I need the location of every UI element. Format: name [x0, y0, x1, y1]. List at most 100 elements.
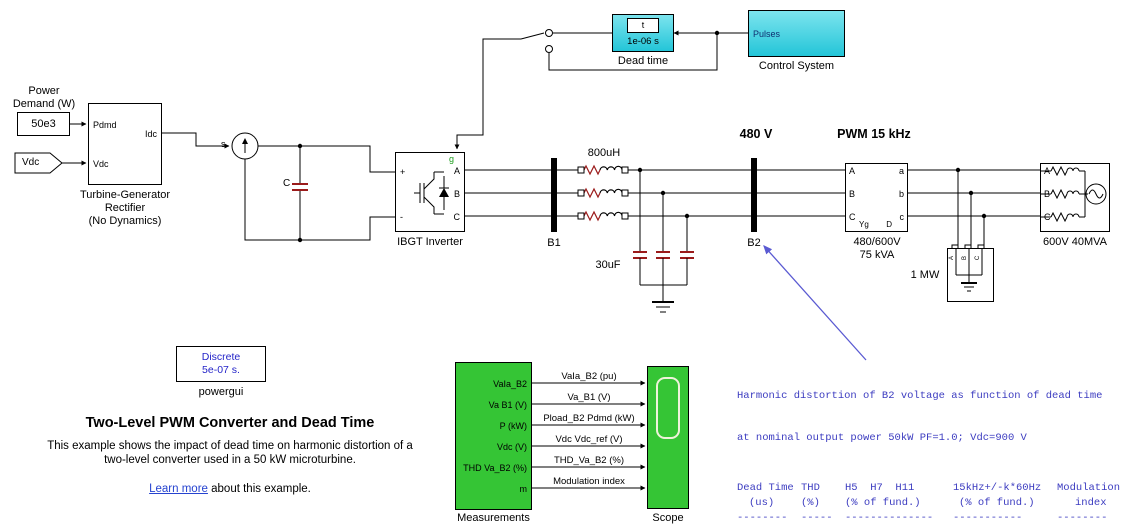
- pulses-port-label: Pulses: [753, 29, 781, 39]
- bus-b2-label: B2: [747, 237, 761, 249]
- harmonics-annotation: Harmonic distortion of B2 voltage as fun…: [737, 361, 1129, 528]
- harmonics-title-2: at nominal output power 50kW PF=1.0; Vdc…: [737, 432, 1027, 444]
- load-C-port: C: [975, 255, 982, 261]
- measurements-block[interactable]: VaIa_B2 Va B1 (V) P (kW) Vdc (V) THD Va_…: [455, 362, 532, 510]
- annotation-arrow: [763, 245, 867, 361]
- learn-more-suffix: about this example.: [207, 483, 311, 495]
- dead-time-value: 1e-06 s: [627, 36, 659, 47]
- junction-dots: [297, 30, 987, 243]
- harmonics-table: Dead Time THD H5 H7 H11 15kHz+/-k*60Hz M…: [737, 481, 1127, 528]
- inverter-c-port: C: [453, 212, 461, 222]
- constant-block[interactable]: 50e3: [17, 112, 70, 136]
- dc-capacitor-label: C: [283, 178, 291, 189]
- bus-b1-label: B1: [547, 237, 561, 249]
- igbt-inverter-block[interactable]: g + - A B C: [395, 152, 465, 232]
- inverter-a-port: A: [453, 166, 460, 176]
- turbine-vdc-port: Vdc: [93, 159, 109, 169]
- turbine-generator-block[interactable]: Pdmd Vdc Idc: [88, 103, 162, 185]
- powergui-mode: Discrete: [201, 351, 241, 363]
- rl-branch-b[interactable]: [577, 187, 629, 199]
- signal-wires: [62, 30, 748, 491]
- current-source-s-port: s: [221, 139, 226, 149]
- powergui-sample-time: 5e-07 s.: [202, 364, 240, 376]
- control-system-label: Control System: [758, 60, 835, 72]
- learn-more-link[interactable]: Learn more: [149, 483, 208, 495]
- transformer-b-port: b: [898, 189, 904, 199]
- model-description: This example shows the impact of dead ti…: [47, 440, 413, 466]
- transformer-C-port: C: [849, 212, 856, 222]
- manual-switch[interactable]: [515, 22, 557, 56]
- inverter-minus-port: -: [400, 212, 403, 222]
- load-block[interactable]: A B C: [947, 248, 994, 302]
- measurements-label: Measurements: [457, 512, 530, 524]
- turbine-pdmd-port: Pdmd: [93, 120, 117, 130]
- dc-capacitor[interactable]: [292, 146, 308, 240]
- transformer-a-port: a: [898, 166, 904, 176]
- rl-branch-a[interactable]: [577, 164, 629, 176]
- inductor-value-label: 800uH: [587, 147, 621, 159]
- dead-time-block[interactable]: t 1e-06 s: [612, 14, 674, 52]
- inverter-gate-port: g: [448, 154, 454, 164]
- signal-label-3: Pload_B2 Pdmd (kW): [543, 413, 635, 424]
- grid-source-block[interactable]: A B C: [1040, 163, 1110, 232]
- tag-arrow-icon: [14, 152, 63, 174]
- rl-branch-c[interactable]: [577, 210, 629, 222]
- signal-label-6: Modulation index: [553, 476, 625, 487]
- harmonics-header-row: Dead Time THD H5 H7 H11 15kHz+/-k*60Hz M…: [737, 482, 1121, 494]
- transformer-A-port: A: [849, 166, 856, 176]
- turbine-generator-label: Turbine-Generator Rectifier (No Dynamics…: [79, 189, 171, 227]
- wires: [244, 32, 1040, 245]
- powergui-block[interactable]: Discrete 5e-07 s.: [176, 346, 266, 382]
- capbank-value-label: 30uF: [595, 259, 621, 271]
- signal-label-2: Va_B1 (V): [567, 392, 611, 403]
- igbt-icon: [414, 171, 449, 215]
- ground-icon[interactable]: [652, 301, 674, 313]
- measurements-port-2: Va B1 (V): [488, 400, 527, 410]
- load-ground-icon: [955, 249, 983, 292]
- source-B-port: B: [1044, 189, 1051, 199]
- vdc-tag-label: Vdc: [22, 157, 40, 168]
- signal-label-4: Vdc Vdc_ref (V): [555, 434, 623, 445]
- load-B-port: B: [962, 255, 969, 261]
- signal-label-5: THD_Va_B2 (%): [553, 455, 625, 466]
- inverter-b-port: B: [453, 189, 460, 199]
- scope-label: Scope: [652, 512, 684, 524]
- transformer-c-port: c: [899, 212, 905, 222]
- dead-time-label: Dead time: [617, 55, 669, 67]
- transformer-label: 480/600V 75 kVA: [853, 236, 901, 261]
- controlled-current-source-block[interactable]: [231, 132, 259, 160]
- measurements-port-1: VaIa_B2: [493, 379, 527, 389]
- bus-b1-block[interactable]: [551, 158, 557, 232]
- bus-b2-block[interactable]: [751, 158, 757, 232]
- igbt-inverter-label: IBGT Inverter: [397, 236, 463, 248]
- voltage-note: 480 V: [739, 127, 773, 141]
- harmonics-units-row: (us) (%) (% of fund.) (% of fund.) index: [749, 497, 1107, 509]
- model-title: Two-Level PWM Converter and Dead Time: [85, 415, 375, 431]
- source-A-port: A: [1044, 166, 1051, 176]
- transformer-B-port: B: [849, 189, 856, 199]
- transformer-yg-icon: Yg: [859, 220, 869, 229]
- measurements-port-6: m: [519, 484, 528, 494]
- turbine-idc-port: Idc: [144, 129, 157, 139]
- signal-label-1: VaIa_B2 (pu): [561, 371, 617, 382]
- power-demand-label: Power Demand (W): [12, 85, 76, 110]
- capacitor-bank[interactable]: [633, 170, 694, 302]
- measurements-port-4: Vdc (V): [496, 442, 527, 452]
- harmonics-title-1: Harmonic distortion of B2 voltage as fun…: [737, 390, 1103, 402]
- transformer-block[interactable]: A B C a b c Yg D: [845, 163, 908, 232]
- measurements-port-3: P (kW): [499, 421, 527, 431]
- harmonics-divider-row: -------- ----- -------------- ----------…: [737, 512, 1108, 524]
- control-system-block[interactable]: Pulses: [748, 10, 845, 57]
- vdc-tag-block[interactable]: Vdc: [14, 152, 64, 174]
- load-A-port: A: [949, 255, 956, 261]
- measurements-port-5: THD Va_B2 (%): [463, 463, 527, 473]
- dead-time-icon: t: [627, 18, 659, 33]
- scope-block[interactable]: [647, 366, 689, 509]
- inverter-plus-port: +: [400, 167, 406, 177]
- load-value-label: 1 MW: [910, 269, 940, 281]
- current-source-icon: [231, 132, 259, 160]
- source-C-port: C: [1044, 212, 1051, 222]
- learn-more-line: Learn more about this example.: [30, 483, 430, 495]
